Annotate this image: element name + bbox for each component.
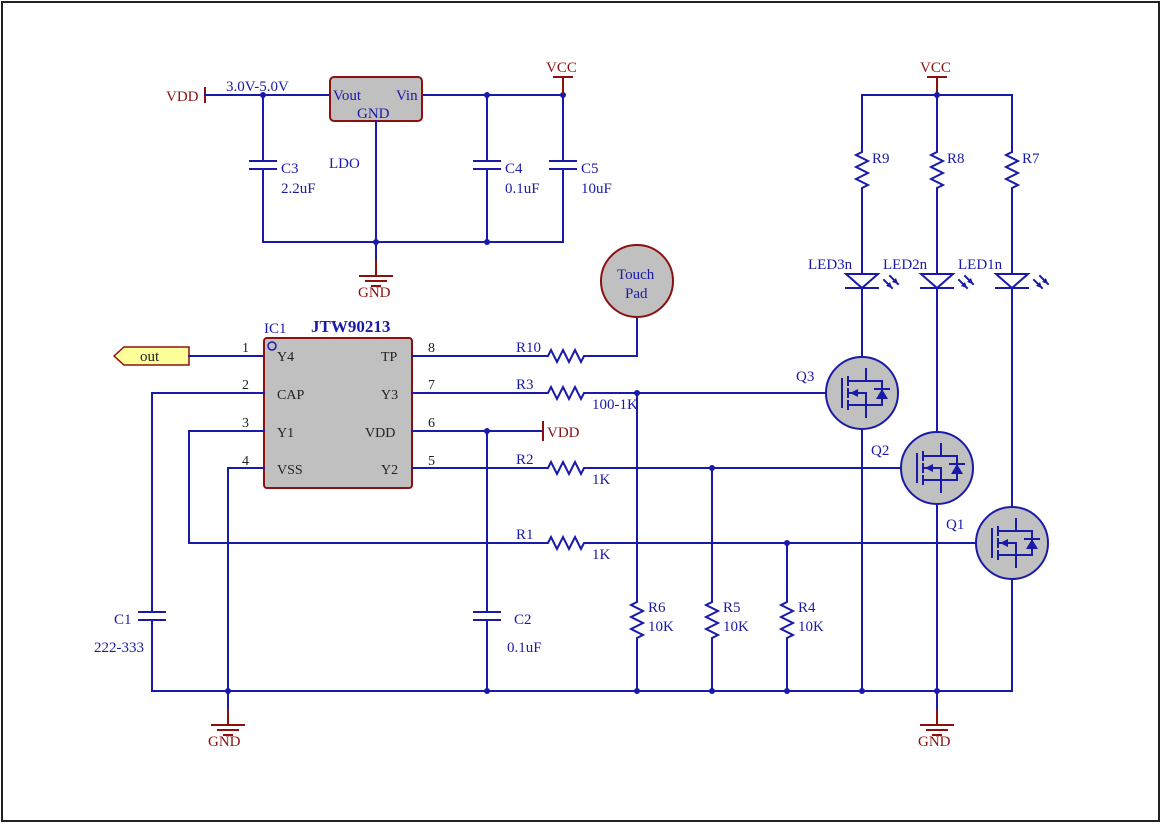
c3-ref: C3	[281, 161, 299, 177]
r4-ref: R4	[798, 600, 816, 616]
c4-value: 0.1uF	[505, 181, 540, 197]
ic-pin-y4: Y4	[277, 350, 294, 365]
q1-ref: Q1	[946, 517, 964, 533]
c4-ref: C4	[505, 161, 523, 177]
r10-ref: R10	[516, 340, 541, 356]
ic-pin-vss: VSS	[277, 463, 303, 478]
gnd-label-ldo: GND	[358, 285, 391, 301]
led3-ref: LED3n	[808, 257, 853, 273]
touch-pad-line2: Pad	[625, 286, 648, 302]
gnd-label-ic: GND	[208, 734, 241, 750]
ic-pin-y3: Y3	[381, 388, 398, 403]
ic-pin-num-6: 6	[428, 416, 435, 431]
ic-pin-num-1: 1	[242, 341, 249, 356]
c2-ref: C2	[514, 612, 532, 628]
r2-ref: R2	[516, 452, 534, 468]
ic-ref: IC1	[264, 321, 287, 337]
r3-value: 100-1K	[592, 397, 638, 413]
ic-pin-num-8: 8	[428, 341, 435, 356]
vdd-label-ldo: VDD	[166, 89, 199, 105]
ldo-pin-gnd: GND	[357, 106, 390, 122]
out-port-label: out	[140, 349, 160, 365]
ldo-section: VDD 3.0V-5.0V VCC Vout Vin GND LDO C3 2.…	[166, 60, 612, 301]
r1-value: 1K	[592, 547, 611, 563]
vdd-label-ic: VDD	[547, 425, 580, 441]
r3-ref: R3	[516, 377, 534, 393]
ic-pin-vdd: VDD	[365, 426, 395, 441]
ldo-pin-vin: Vin	[396, 88, 418, 104]
touch-pad-line1: Touch	[617, 267, 655, 283]
ldo-label: LDO	[329, 156, 360, 172]
ic-part: JTW90213	[311, 317, 390, 336]
touch-pad[interactable]	[600, 244, 674, 318]
touch-ic-section: out IC1 JTW90213 Y4 CAP Y1 VSS 1 2 3 4 T…	[94, 244, 1013, 750]
ic-pin-num-4: 4	[242, 454, 249, 469]
c3-value: 2.2uF	[281, 181, 316, 197]
ic-pin-y1: Y1	[277, 426, 294, 441]
ic-pin-tp: TP	[381, 350, 398, 365]
c5-ref: C5	[581, 161, 599, 177]
r4-value: 10K	[798, 619, 824, 635]
ic-pin-y2: Y2	[381, 463, 398, 478]
input-range-label: 3.0V-5.0V	[226, 79, 289, 95]
c1-value: 222-333	[94, 640, 144, 656]
ldo-pin-vout: Vout	[333, 88, 362, 104]
ic-pin-num-5: 5	[428, 454, 435, 469]
r6-value: 10K	[648, 619, 674, 635]
c2-value: 0.1uF	[507, 640, 542, 656]
q2-ref: Q2	[871, 443, 889, 459]
led1-ref: LED1n	[958, 257, 1003, 273]
ic-pin-num-3: 3	[242, 416, 249, 431]
r5-ref: R5	[723, 600, 741, 616]
r6-ref: R6	[648, 600, 666, 616]
gnd-label-led: GND	[918, 734, 951, 750]
r8-ref: R8	[947, 151, 965, 167]
r1-ref: R1	[516, 527, 534, 543]
ic-pin-cap: CAP	[277, 388, 304, 403]
r7-ref: R7	[1022, 151, 1040, 167]
led-driver-section: VCC R9 LED3n Q3 R8 LED2n Q2 R7 LED1n	[796, 60, 1049, 692]
r5-value: 10K	[723, 619, 749, 635]
r9-ref: R9	[872, 151, 890, 167]
ic-jtw90213	[263, 337, 413, 489]
led2-ref: LED2n	[883, 257, 928, 273]
vcc-label-ldo: VCC	[546, 60, 577, 76]
ic-pin-num-2: 2	[242, 378, 249, 393]
vcc-label-led: VCC	[920, 60, 951, 76]
c5-value: 10uF	[581, 181, 612, 197]
q3-ref: Q3	[796, 369, 814, 385]
c1-ref: C1	[114, 612, 132, 628]
ic-pin-num-7: 7	[428, 378, 435, 393]
r2-value: 1K	[592, 472, 611, 488]
